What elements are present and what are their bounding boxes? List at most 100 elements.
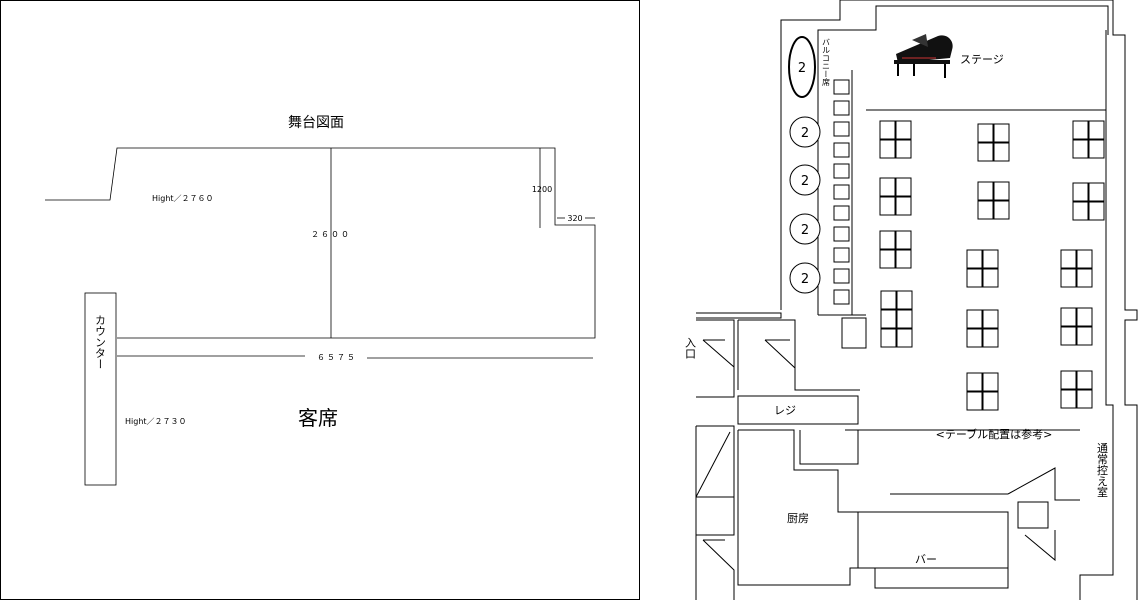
table-seat xyxy=(966,309,983,329)
table-seat xyxy=(879,177,896,197)
waiting-room-alcove xyxy=(1017,501,1049,529)
table-seat xyxy=(895,120,912,140)
table-seat xyxy=(1088,182,1105,202)
table-group xyxy=(966,309,999,348)
table-seat xyxy=(982,372,999,392)
balcony-label: バルコニー席 xyxy=(822,38,831,87)
stage-outline xyxy=(45,147,596,339)
table-seat xyxy=(1076,249,1093,269)
inner-wall-right xyxy=(1079,30,1114,600)
waiting-room-label: 通常控え室 xyxy=(1096,442,1109,497)
table-seat xyxy=(880,309,897,329)
entrance-door-left xyxy=(702,339,735,397)
counter-label: カウンター xyxy=(94,314,107,369)
table-seat xyxy=(977,200,994,220)
balcony-stool xyxy=(833,289,850,305)
table-seat xyxy=(1072,120,1089,140)
table-seat xyxy=(1060,389,1077,409)
balcony-stool xyxy=(833,205,850,221)
lower-door xyxy=(702,539,735,600)
stage-drawing-panel: 舞台図面 Hight／２７６０ ２６００ 1200 320 ６５７５ カウンター… xyxy=(0,0,640,600)
balcony-table-round-4: 2 xyxy=(789,262,821,294)
floor-height-label: Hight／２７３０ xyxy=(125,417,187,426)
seating-label: 客席 xyxy=(298,406,338,430)
table-group xyxy=(879,120,912,159)
table-group xyxy=(1060,249,1093,288)
table-seat xyxy=(1060,370,1077,390)
table-seat xyxy=(879,230,896,250)
balcony-table-round-3: 2 xyxy=(789,213,821,245)
table-group xyxy=(879,230,912,269)
outer-wall-top xyxy=(780,0,1138,600)
balcony-stool xyxy=(833,268,850,284)
balcony-stool xyxy=(833,163,850,179)
kitchen-label: 厨房 xyxy=(787,512,809,525)
table-group xyxy=(1060,307,1093,346)
table-seat xyxy=(966,328,983,348)
table-group xyxy=(879,177,912,216)
bar-wall xyxy=(858,511,1009,569)
table-seat xyxy=(1076,370,1093,390)
balcony-stool xyxy=(833,184,850,200)
table-seat xyxy=(895,230,912,250)
table-seat xyxy=(879,120,896,140)
table-seat xyxy=(896,328,913,348)
table-seat xyxy=(1076,389,1093,409)
bar-label: バー xyxy=(915,553,937,566)
balcony-table-number: 2 xyxy=(801,223,809,238)
table-group xyxy=(880,290,913,348)
stage-drawing-title: 舞台図面 xyxy=(288,115,344,131)
table-group xyxy=(977,181,1010,220)
grand-piano-icon xyxy=(894,34,953,78)
table-seat xyxy=(1060,249,1077,269)
dim-320-label: 320 xyxy=(567,214,582,223)
kitchen-inner-wall xyxy=(799,430,859,465)
table-seat xyxy=(1088,139,1105,159)
kitchen-wall xyxy=(737,429,859,586)
table-seat xyxy=(880,290,897,310)
table-seat xyxy=(966,268,983,288)
balcony-table-number: 2 xyxy=(798,61,806,76)
table-seat xyxy=(895,196,912,216)
balcony-stool xyxy=(833,226,850,242)
table-group xyxy=(1060,370,1093,409)
balcony-table-round-2: 2 xyxy=(789,164,821,196)
table-seat xyxy=(879,196,896,216)
table-seat xyxy=(879,249,896,269)
table-group xyxy=(977,123,1010,162)
entrance-wall-mid xyxy=(738,319,860,391)
table-seat xyxy=(977,142,994,162)
bar-outer xyxy=(874,568,1009,589)
table-seat xyxy=(993,181,1010,201)
table-seat xyxy=(1088,120,1105,140)
balcony-stool xyxy=(833,121,850,137)
balcony-bottom-wall xyxy=(696,312,782,319)
dim-1200-label: 1200 xyxy=(532,185,552,194)
register-strip xyxy=(737,395,859,425)
table-seat xyxy=(982,309,999,329)
table-seat xyxy=(1072,201,1089,221)
table-seat xyxy=(993,142,1010,162)
stage-drawing: 舞台図面 Hight／２７６０ ２６００ 1200 320 ６５７５ カウンター… xyxy=(45,115,596,486)
table-seat xyxy=(977,123,994,143)
balcony-stool xyxy=(833,100,850,116)
table-seat xyxy=(1076,326,1093,346)
table-seat xyxy=(1072,139,1089,159)
table-seat xyxy=(1060,268,1077,288)
table-seat xyxy=(880,328,897,348)
table-seat xyxy=(977,181,994,201)
inner-wall-top xyxy=(817,5,1109,315)
table-group xyxy=(966,372,999,411)
waiting-room-door xyxy=(1007,467,1080,501)
table-seat xyxy=(879,139,896,159)
balcony-table-round-1: 2 xyxy=(789,116,821,148)
table-seat xyxy=(982,328,999,348)
entrance-door-mid xyxy=(764,339,796,390)
table-seat xyxy=(1076,307,1093,327)
entrance-label: 入口 xyxy=(684,337,697,359)
table-seat xyxy=(982,249,999,269)
stage-height-label: Hight／２７６０ xyxy=(152,194,214,203)
table-seat xyxy=(1072,182,1089,202)
table-seat xyxy=(896,309,913,329)
table-seat xyxy=(966,249,983,269)
